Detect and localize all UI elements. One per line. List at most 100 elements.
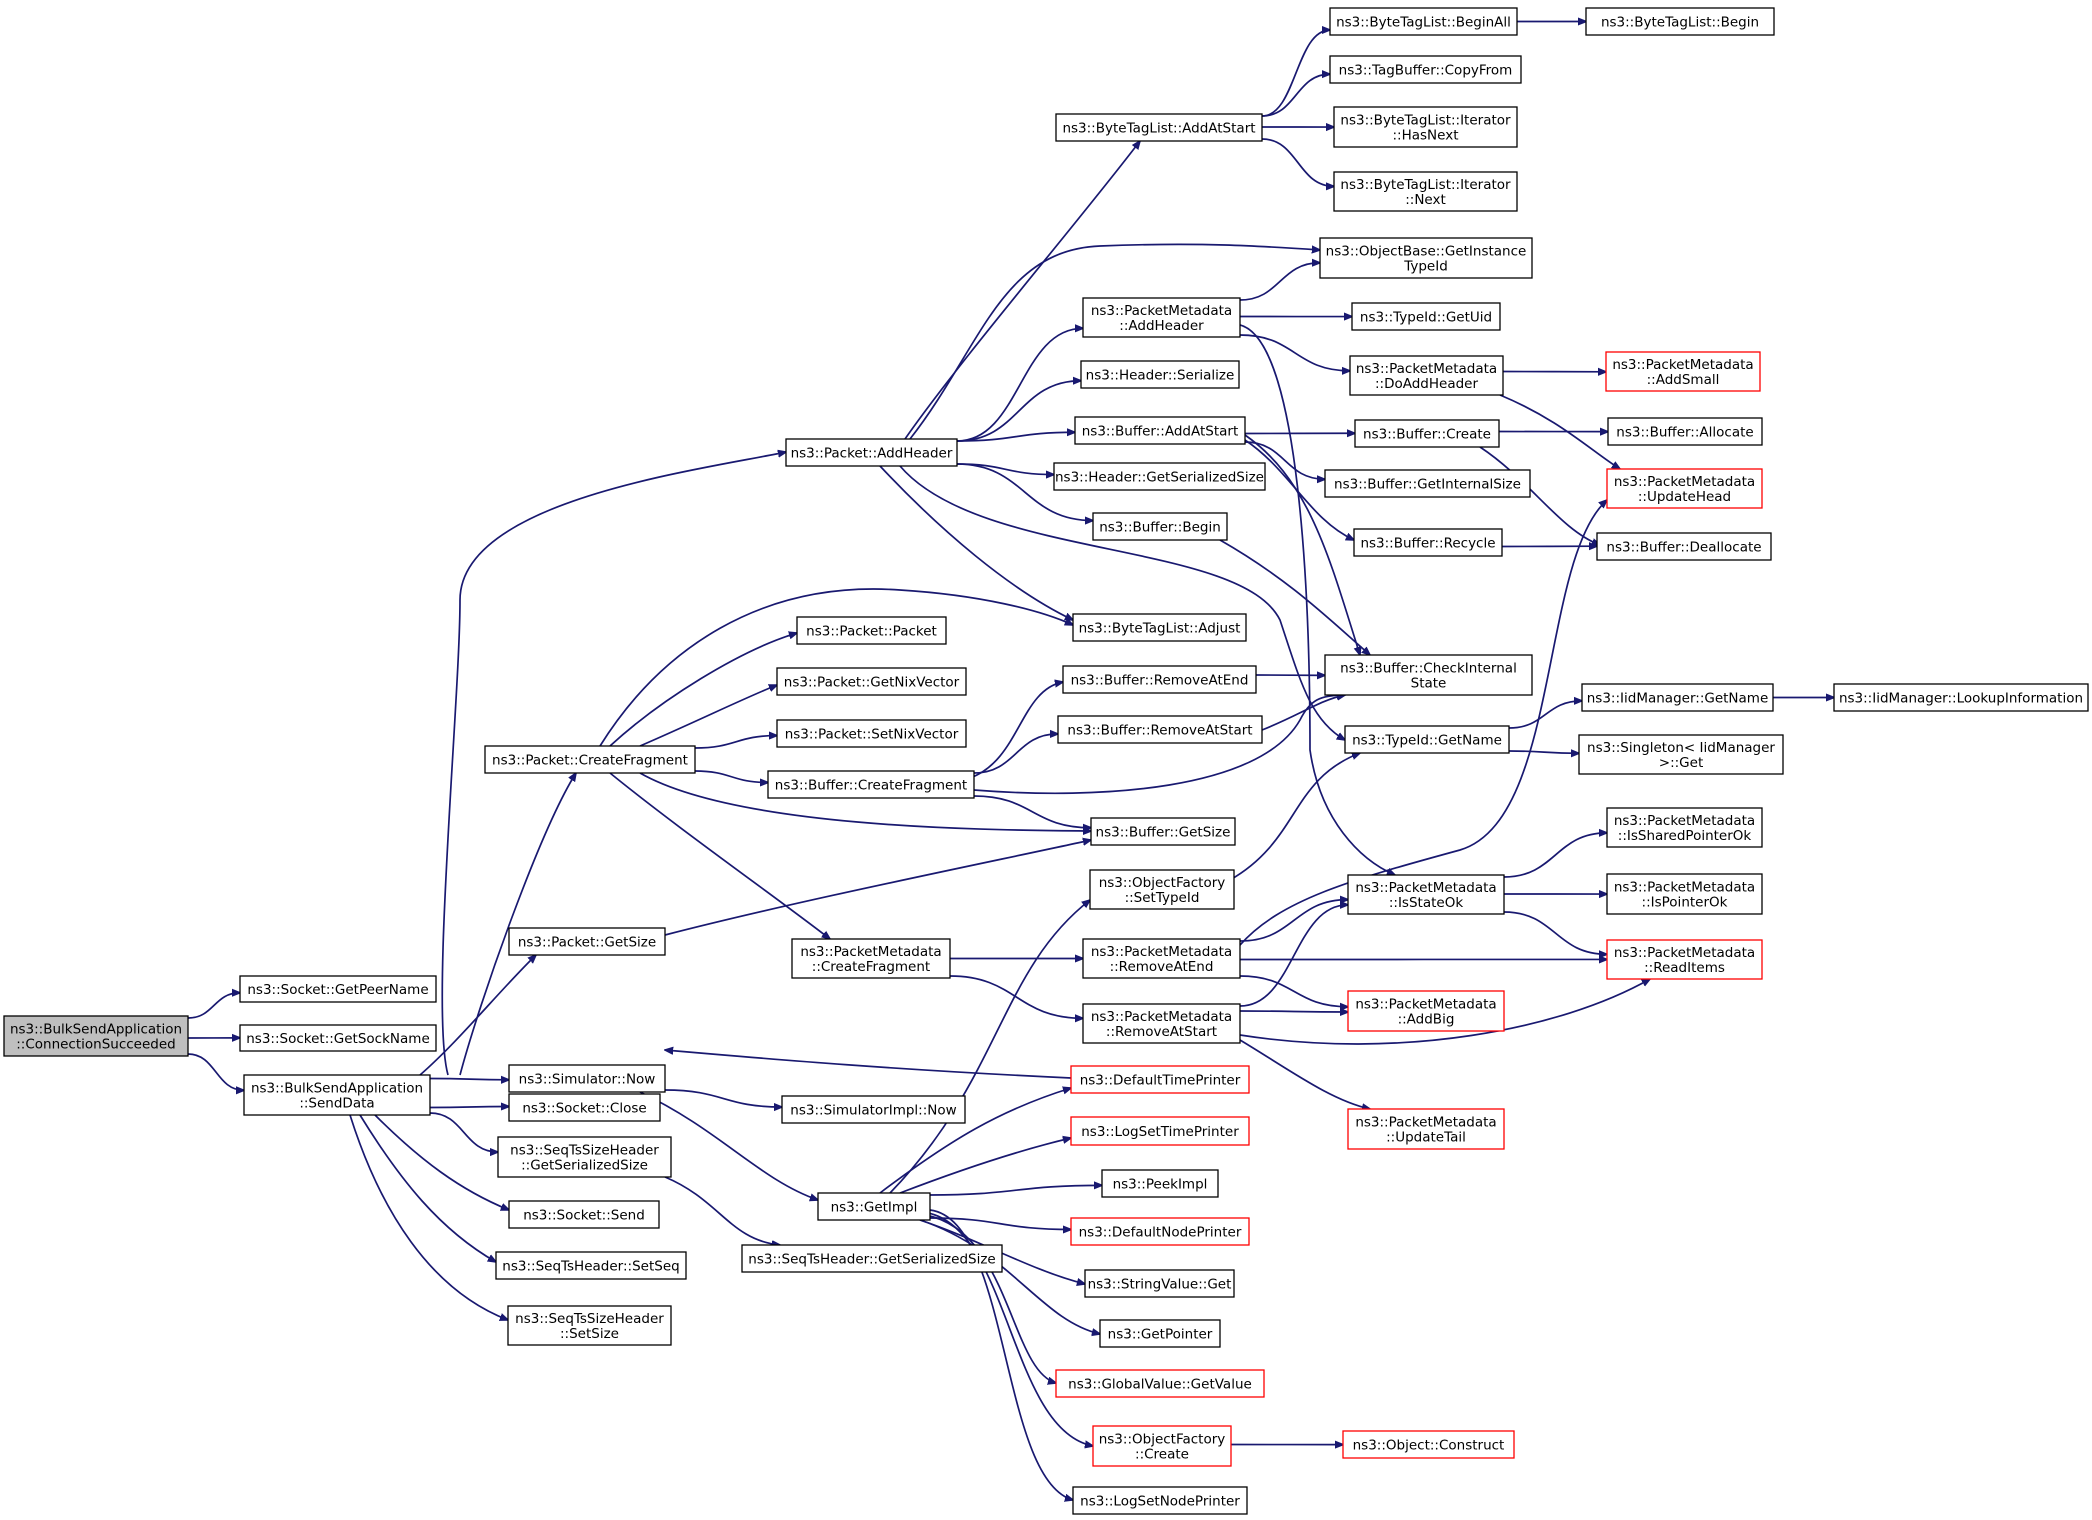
node-btl_begin[interactable]: ns3::ByteTagList::Begin (1585, 7, 1775, 36)
node-box (1342, 1430, 1515, 1459)
node-box (1072, 613, 1247, 642)
node-iid_getname[interactable]: ns3::IidManager::GetName (1581, 683, 1774, 712)
node-sim_now[interactable]: ns3::Simulator::Now (508, 1064, 666, 1093)
node-objfac_create[interactable]: ns3::ObjectFactory::Create (1092, 1425, 1232, 1467)
node-label-line: ns3::TypeId::GetUid (1360, 310, 1492, 326)
node-box (508, 1064, 666, 1093)
node-seqts_getser[interactable]: ns3::SeqTsSizeHeader::GetSerializedSize (497, 1136, 672, 1178)
node-pkt_addheader[interactable]: ns3::Packet::AddHeader (785, 438, 958, 467)
node-pm_issharedok[interactable]: ns3::PacketMetadata::IsSharedPointerOk (1606, 807, 1763, 848)
node-box (1082, 938, 1241, 979)
node-btl_beginall[interactable]: ns3::ByteTagList::BeginAll (1329, 7, 1518, 36)
node-label-line: ::CreateFragment (812, 959, 930, 975)
node-label-line: ns3::PacketMetadata (1091, 1009, 1232, 1025)
node-pm_updatehead[interactable]: ns3::PacketMetadata::UpdateHead (1606, 468, 1763, 509)
node-box (495, 1251, 687, 1280)
edge-getimpl-to-objfac_settypeid (889, 900, 1090, 1194)
node-buf_addatstart[interactable]: ns3::Buffer::AddAtStart (1074, 416, 1246, 445)
node-sock_close[interactable]: ns3::Socket::Close (508, 1093, 661, 1122)
node-simimpl_now[interactable]: ns3::SimulatorImpl::Now (781, 1095, 966, 1124)
node-seqts_setseq[interactable]: ns3::SeqTsHeader::SetSeq (495, 1251, 687, 1280)
node-label-line: ns3::GetPointer (1108, 1327, 1213, 1343)
node-pkt_getsize[interactable]: ns3::Packet::GetSize (508, 927, 666, 956)
node-pm_updatetail[interactable]: ns3::PacketMetadata::UpdateTail (1347, 1108, 1505, 1150)
node-buf_create[interactable]: ns3::Buffer::Create (1354, 419, 1500, 448)
node-getsockname[interactable]: ns3::Socket::GetSockName (239, 1024, 437, 1052)
node-box (781, 1095, 966, 1124)
node-label-line: ns3::Socket::GetSockName (246, 1031, 430, 1047)
node-btl_adjust[interactable]: ns3::ByteTagList::Adjust (1072, 613, 1247, 642)
node-getpeername[interactable]: ns3::Socket::GetPeerName (239, 975, 437, 1003)
node-pkt_createfrag[interactable]: ns3::Packet::CreateFragment (484, 745, 696, 774)
node-label-line: ns3::Buffer::GetSize (1096, 825, 1231, 841)
node-iid_lookup[interactable]: ns3::IidManager::LookupInformation (1833, 683, 2089, 712)
node-globalvalue_getvalue[interactable]: ns3::GlobalValue::GetValue (1055, 1369, 1265, 1398)
node-pm_readitems[interactable]: ns3::PacketMetadata::ReadItems (1606, 939, 1763, 980)
node-pm_isstateok[interactable]: ns3::PacketMetadata::IsStateOk (1347, 874, 1505, 915)
edge-pm_removeatstart-to-pm_addbig (1239, 1011, 1348, 1012)
edge-pm_removeatstart-to-pm_updatetail (1239, 1039, 1370, 1109)
node-pkt_setnix[interactable]: ns3::Packet::SetNixVector (776, 719, 967, 748)
node-typeid_getname[interactable]: ns3::TypeId::GetName (1344, 725, 1510, 754)
node-hdr_getsersize[interactable]: ns3::Header::GetSerializedSize (1053, 462, 1266, 491)
node-seqts_setsize[interactable]: ns3::SeqTsSizeHeader::SetSize (507, 1305, 672, 1346)
node-label-line: ::SetTypeId (1125, 890, 1200, 906)
node-pm_ispointerok[interactable]: ns3::PacketMetadata::IsPointerOk (1606, 873, 1763, 915)
node-pm_removeatstart[interactable]: ns3::PacketMetadata::RemoveAtStart (1082, 1003, 1241, 1044)
node-defaulttimeprinter[interactable]: ns3::DefaultTimePrinter (1070, 1065, 1250, 1094)
node-buf_allocate[interactable]: ns3::Buffer::Allocate (1607, 417, 1763, 446)
node-box (1833, 683, 2089, 712)
node-pm_addbig[interactable]: ns3::PacketMetadata::AddBig (1347, 990, 1505, 1032)
edge-senddata-to-sock_close (429, 1107, 509, 1108)
node-label-line: ns3::ObjectBase::GetInstance (1326, 244, 1527, 260)
node-box (484, 745, 696, 774)
edge-pkt_createfrag-to-buf_createfrag (694, 770, 768, 783)
edge-btl_addatstart-to-btl_beginall (1261, 30, 1330, 117)
node-logsetnodeprinter[interactable]: ns3::LogSetNodePrinter (1072, 1486, 1248, 1515)
node-getpointer[interactable]: ns3::GetPointer (1099, 1319, 1221, 1348)
node-root[interactable]: ns3::BulkSendApplication::ConnectionSucc… (3, 1015, 189, 1057)
node-peekimpl[interactable]: ns3::PeekImpl (1101, 1169, 1219, 1198)
node-btl_addatstart[interactable]: ns3::ByteTagList::AddAtStart (1055, 113, 1263, 142)
node-hdr_serialize[interactable]: ns3::Header::Serialize (1080, 360, 1240, 389)
node-buf_recycle[interactable]: ns3::Buffer::Recycle (1353, 528, 1503, 557)
node-defaultnodeprinter[interactable]: ns3::DefaultNodePrinter (1070, 1217, 1250, 1246)
edge-root-to-getpeername (187, 993, 240, 1019)
node-tagbuf_copyfrom[interactable]: ns3::TagBuffer::CopyFrom (1329, 55, 1522, 84)
node-pm_removeatend[interactable]: ns3::PacketMetadata::RemoveAtEnd (1082, 938, 1241, 979)
node-buf_begin[interactable]: ns3::Buffer::Begin (1092, 512, 1228, 541)
node-stringvalue_get[interactable]: ns3::StringValue::Get (1084, 1269, 1235, 1298)
node-btl_hasnext[interactable]: ns3::ByteTagList::Iterator::HasNext (1333, 106, 1518, 148)
node-objfac_settypeid[interactable]: ns3::ObjectFactory::SetTypeId (1089, 869, 1235, 910)
edge-getimpl-to-defaulttimeprinter (879, 1088, 1071, 1194)
node-singleton_get[interactable]: ns3::Singleton< IidManager>::Get (1578, 734, 1784, 775)
node-btl_next[interactable]: ns3::ByteTagList::Iterator::Next (1333, 171, 1518, 212)
node-box (796, 616, 947, 645)
node-pm_doaddheader[interactable]: ns3::PacketMetadata::DoAddHeader (1349, 355, 1504, 396)
node-buf_createfrag[interactable]: ns3::Buffer::CreateFragment (767, 770, 975, 799)
node-pm_addsmall[interactable]: ns3::PacketMetadata::AddSmall (1605, 351, 1761, 392)
node-seqts_getsersize[interactable]: ns3::SeqTsHeader::GetSerializedSize (741, 1244, 1003, 1273)
node-buf_deallocate[interactable]: ns3::Buffer::Deallocate (1596, 532, 1772, 561)
node-pm_addheader[interactable]: ns3::PacketMetadata::AddHeader (1082, 297, 1241, 338)
node-buf_getsize[interactable]: ns3::Buffer::GetSize (1090, 817, 1236, 846)
node-getimpl[interactable]: ns3::GetImpl (817, 1192, 931, 1221)
node-logsettimeprinter[interactable]: ns3::LogSetTimePrinter (1070, 1116, 1250, 1146)
node-typeid_getuid[interactable]: ns3::TypeId::GetUid (1351, 302, 1501, 331)
node-buf_removeatstart[interactable]: ns3::Buffer::RemoveAtStart (1057, 715, 1263, 744)
node-sock_send[interactable]: ns3::Socket::Send (508, 1200, 660, 1229)
node-pkt_getnix[interactable]: ns3::Packet::GetNixVector (776, 667, 967, 696)
edge-buf_addatstart-to-buf_checkinternal (1244, 434, 1360, 655)
node-box (1581, 683, 1774, 712)
edges-layer (187, 22, 1834, 1501)
node-label-line: ns3::GetImpl (831, 1200, 918, 1216)
node-object_construct[interactable]: ns3::Object::Construct (1342, 1430, 1515, 1459)
node-senddata[interactable]: ns3::BulkSendApplication::SendData (243, 1074, 431, 1116)
node-buf_removeatend[interactable]: ns3::Buffer::RemoveAtEnd (1062, 665, 1257, 694)
node-pkt_packet[interactable]: ns3::Packet::Packet (796, 616, 947, 645)
edge-sim_now-to-simimpl_now (664, 1089, 782, 1107)
node-pm_createfrag[interactable]: ns3::PacketMetadata::CreateFragment (791, 938, 951, 979)
node-buf_getinternalsize[interactable]: ns3::Buffer::GetInternalSize (1324, 469, 1531, 498)
